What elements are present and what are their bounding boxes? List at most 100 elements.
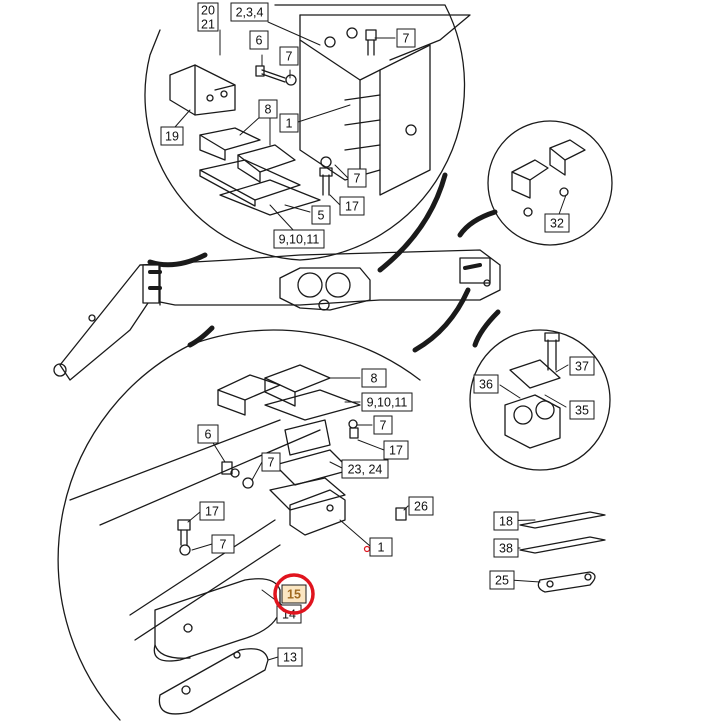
callout-box <box>339 196 365 216</box>
callout-box <box>569 356 595 376</box>
callout-text: 9,10,11 <box>279 233 320 247</box>
callout-8-top: 8 <box>258 99 278 119</box>
callout-7-top-a: 7 <box>279 46 299 66</box>
red-marker-dot <box>363 545 371 553</box>
callout-text: 37 <box>575 360 589 374</box>
callout-text: 17 <box>389 444 403 458</box>
callout-box <box>489 570 515 590</box>
callout-text: 36 <box>479 378 493 392</box>
callout-18: 18 <box>493 511 519 531</box>
callout-box <box>373 415 393 435</box>
callout-text: 20 <box>201 4 215 18</box>
callout-box <box>230 2 269 22</box>
callout-13: 13 <box>277 647 303 667</box>
callout-text: 6 <box>205 428 212 442</box>
callout-text: 17 <box>345 200 359 214</box>
callout-text: 7 <box>380 419 387 433</box>
callout-text: 7 <box>220 538 227 552</box>
callout-text: 7 <box>403 32 410 46</box>
loose-parts <box>519 511 606 593</box>
callout-text: 23, 24 <box>348 463 383 477</box>
callout-36: 36 <box>473 374 499 394</box>
callout-7-bot-c: 7 <box>211 534 235 554</box>
callout-text: 8 <box>265 103 272 117</box>
callout-text: 18 <box>499 515 513 529</box>
callout-35: 35 <box>569 400 595 420</box>
callout-box <box>493 538 519 558</box>
callout-text: 15 <box>287 588 301 602</box>
callout-15: 15 <box>281 584 307 604</box>
callout-1-bot: 1 <box>369 537 393 557</box>
callout-box <box>544 213 570 233</box>
callout-38: 38 <box>493 538 519 558</box>
callout-7-bot-a: 7 <box>373 415 393 435</box>
callout-text: 17 <box>205 505 219 519</box>
callout-text: 9,10,11 <box>367 396 408 410</box>
leader-lines <box>174 21 569 661</box>
callout-box <box>473 374 499 394</box>
callout-box <box>369 537 393 557</box>
callout-text: 32 <box>550 217 564 231</box>
callout-9-10-11-bot: 9,10,11 <box>361 392 413 412</box>
callout-box <box>341 459 389 479</box>
callout-box <box>383 440 409 460</box>
callout-text: 7 <box>268 456 275 470</box>
callout-box <box>361 392 413 412</box>
callout-box <box>197 2 219 32</box>
callout-19: 19 <box>160 126 184 146</box>
callout-7-bot-b: 7 <box>261 452 281 472</box>
callout-text: 8 <box>371 372 378 386</box>
callout-37: 37 <box>569 356 595 376</box>
callout-text: 25 <box>495 574 509 588</box>
callout-box <box>408 496 434 516</box>
callout-5: 5 <box>311 205 331 225</box>
callout-32: 32 <box>544 213 570 233</box>
callout-text: 38 <box>499 542 513 556</box>
callout-box <box>211 534 235 554</box>
callout-2-3-4: 2,3,4 <box>230 2 269 22</box>
callout-6-bot: 6 <box>197 424 219 444</box>
highlight-ring-part-15 <box>273 573 315 615</box>
callout-box <box>281 584 307 604</box>
callout-6-top: 6 <box>249 30 269 50</box>
callout-17-bot-a: 17 <box>383 440 409 460</box>
callout-box <box>311 205 331 225</box>
callout-box <box>279 113 299 133</box>
callout-text: 7 <box>286 50 293 64</box>
callout-text: 26 <box>414 500 428 514</box>
callout-text: 2,3,4 <box>236 6 264 20</box>
callout-box <box>396 28 416 48</box>
callout-box <box>273 229 325 249</box>
callout-labels: 20212,3,4677198171759,10,113237363589,10… <box>160 2 595 667</box>
callout-9-10-11-top: 9,10,11 <box>273 229 325 249</box>
callout-text: 1 <box>378 541 385 555</box>
callout-text: 21 <box>201 18 215 32</box>
callout-box <box>361 368 387 388</box>
callout-box <box>277 647 303 667</box>
clamp-detail-circle <box>469 329 611 471</box>
callout-17-top: 17 <box>339 196 365 216</box>
callout-7-top-c: 7 <box>347 168 367 188</box>
callout-1-top: 1 <box>279 113 299 133</box>
callout-box <box>199 501 225 521</box>
callout-26: 26 <box>408 496 434 516</box>
callout-text: 13 <box>283 651 297 665</box>
callout-box <box>279 46 299 66</box>
callout-25: 25 <box>489 570 515 590</box>
callout-box <box>493 511 519 531</box>
callout-box <box>569 400 595 420</box>
bottom-detail-circle <box>57 329 421 721</box>
clip-detail-circle <box>487 120 613 246</box>
callout-text: 5 <box>318 209 325 223</box>
callout-box <box>249 30 269 50</box>
callout-box <box>160 126 184 146</box>
callout-text: 1 <box>286 117 293 131</box>
callout-7-top-b: 7 <box>396 28 416 48</box>
callout-text: 35 <box>575 404 589 418</box>
callout-text: 19 <box>165 130 179 144</box>
callout-23-24: 23, 24 <box>341 459 389 479</box>
callout-box <box>197 424 219 444</box>
callout-text: 6 <box>256 34 263 48</box>
